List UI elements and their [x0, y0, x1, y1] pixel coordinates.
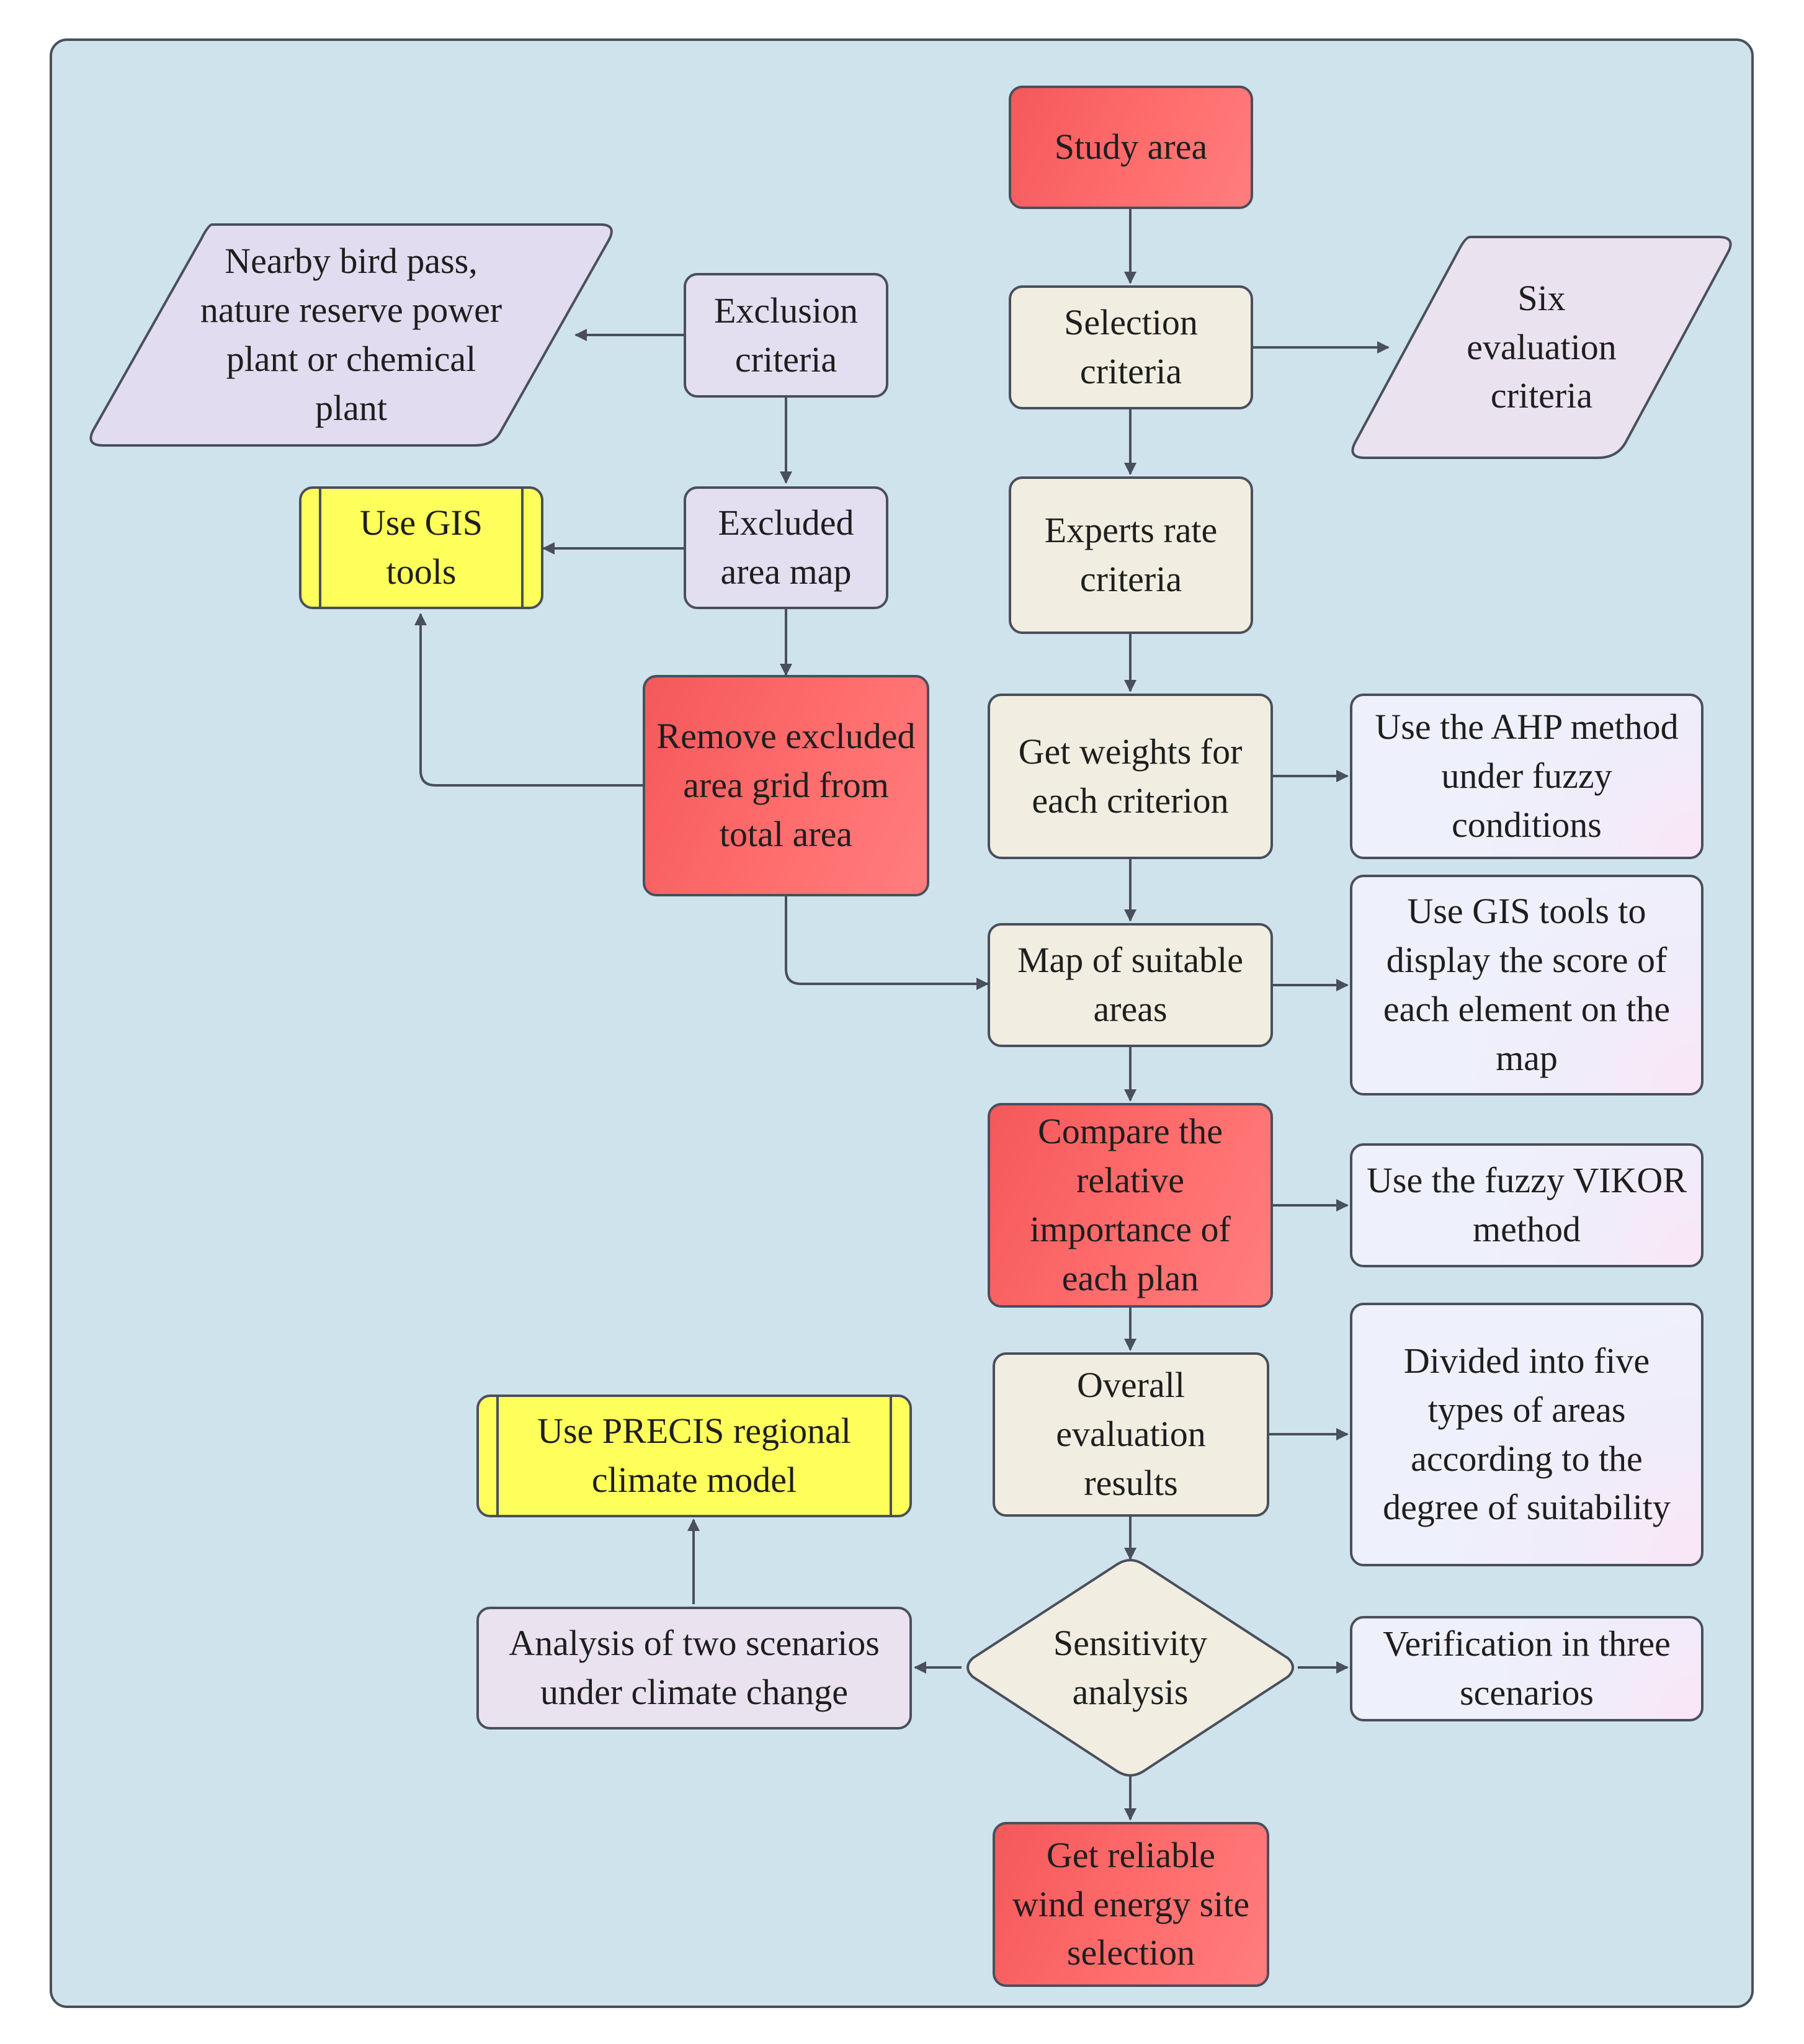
experts-rate-criteria-label: Experts rate criteria: [1044, 510, 1218, 599]
use-gis-tools-node: Use GIS tools: [299, 486, 543, 609]
use-precis-label: Use PRECIS regional climate model: [537, 1411, 851, 1500]
experts-rate-criteria-node: Experts rate criteria: [1009, 476, 1253, 634]
study-area-label: Study area: [1054, 127, 1208, 167]
map-suitable-areas-node: Map of suitable areas: [988, 923, 1273, 1047]
compare-importance-label: Compare the relative importance of each …: [1030, 1111, 1231, 1298]
overall-results-node: Overall evaluation results: [993, 1352, 1269, 1517]
diamond-shape: [967, 1559, 1294, 1777]
sensitivity-analysis-label: Sensitivity analysis: [1053, 1622, 1208, 1712]
use-ahp-fuzzy-label: Use the AHP method under fuzzy condition…: [1375, 707, 1679, 845]
excluded-area-map-label: Excluded area map: [718, 502, 854, 592]
use-gis-tools-label: Use GIS tools: [359, 502, 483, 592]
study-area-node: Study area: [1009, 86, 1253, 209]
compare-importance-node: Compare the relative importance of each …: [988, 1103, 1273, 1308]
reliable-site-selection-node: Get reliable wind energy site selection: [993, 1822, 1269, 1987]
map-suitable-areas-label: Map of suitable areas: [1017, 940, 1244, 1029]
nearby-constraints-label: Nearby bird pass, nature reserve power p…: [200, 241, 502, 428]
use-ahp-fuzzy-node: Use the AHP method under fuzzy condition…: [1350, 694, 1704, 859]
parallelogram-shape: [1351, 236, 1732, 459]
nearby-constraints-node: Nearby bird pass, nature reserve power p…: [84, 223, 618, 447]
remove-excluded-area-label: Remove excluded area grid from total are…: [656, 716, 916, 854]
use-gis-display-score-node: Use GIS tools to display the score of ea…: [1350, 875, 1704, 1096]
two-scenarios-node: Analysis of two scenarios under climate …: [476, 1607, 912, 1729]
six-evaluation-criteria-node: Six evaluation criteria: [1346, 236, 1737, 459]
exclusion-criteria-label: Exclusion criteria: [714, 290, 858, 380]
selection-criteria-node: Selection criteria: [1009, 285, 1253, 409]
overall-results-label: Overall evaluation results: [1056, 1365, 1206, 1503]
six-evaluation-criteria-label: Six evaluation criteria: [1467, 277, 1617, 416]
get-weights-label: Get weights for each criterion: [1018, 731, 1243, 821]
five-area-types-node: Divided into five types of areas accordi…: [1350, 1303, 1704, 1566]
sensitivity-analysis-node: Sensitivity analysis: [963, 1559, 1298, 1777]
excluded-area-map-node: Excluded area map: [684, 486, 888, 609]
verification-three-node: Verification in three scenarios: [1350, 1616, 1704, 1721]
use-fuzzy-vikor-label: Use the fuzzy VIKOR method: [1367, 1160, 1687, 1249]
five-area-types-label: Divided into five types of areas accordi…: [1383, 1340, 1671, 1528]
selection-criteria-label: Selection criteria: [1064, 302, 1198, 391]
use-fuzzy-vikor-node: Use the fuzzy VIKOR method: [1350, 1143, 1704, 1267]
remove-excluded-area-node: Remove excluded area grid from total are…: [643, 675, 929, 896]
two-scenarios-label: Analysis of two scenarios under climate …: [509, 1623, 880, 1712]
verification-three-label: Verification in three scenarios: [1383, 1623, 1671, 1713]
use-precis-node: Use PRECIS regional climate model: [476, 1395, 912, 1517]
reliable-site-selection-label: Get reliable wind energy site selection: [1012, 1834, 1250, 1973]
parallelogram-shape: [89, 223, 613, 447]
exclusion-criteria-node: Exclusion criteria: [684, 273, 888, 398]
get-weights-node: Get weights for each criterion: [988, 694, 1273, 859]
use-gis-display-score-label: Use GIS tools to display the score of ea…: [1383, 891, 1671, 1078]
